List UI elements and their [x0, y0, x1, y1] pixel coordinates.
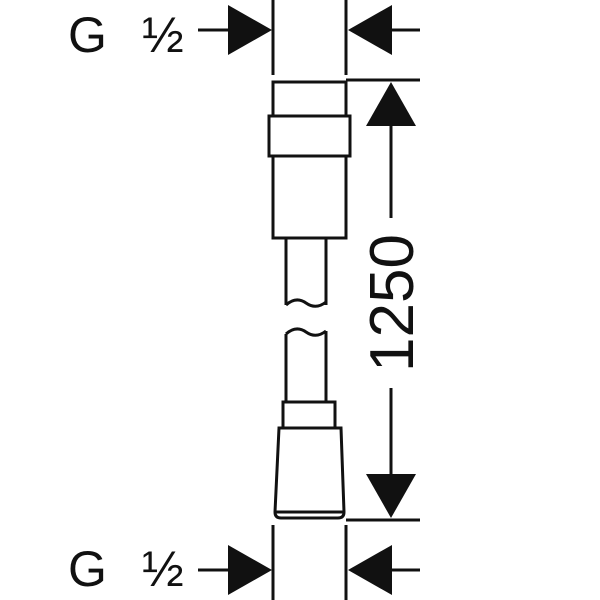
length-top-arrowhead	[366, 82, 416, 126]
bottom-width-dimension	[198, 545, 420, 595]
hose-lower-segment	[284, 327, 328, 402]
top-fitting-nut	[267, 114, 352, 158]
top-fitting-sleeve	[271, 154, 348, 240]
top-thread-size: ½	[142, 7, 184, 63]
bottom-thread-letter: G	[68, 541, 107, 597]
top-thread-letter: G	[68, 7, 107, 63]
top-fitting-cap	[271, 80, 348, 118]
top-right-arrowhead	[348, 5, 392, 55]
bottom-right-arrowhead	[348, 545, 392, 595]
top-thread-spec: G ½	[68, 7, 184, 63]
bottom-fitting-collar	[281, 400, 337, 430]
bottom-fitting	[273, 400, 346, 520]
top-fitting	[267, 80, 352, 240]
length-value: 1250	[358, 234, 427, 372]
length-dimension	[346, 78, 420, 522]
bottom-fitting-body	[273, 426, 346, 520]
bottom-thread-size: ½	[142, 541, 184, 597]
length-bottom-arrowhead	[366, 474, 416, 518]
hose-upper-segment	[284, 238, 328, 308]
top-left-arrowhead	[228, 5, 272, 55]
bottom-thread-spec: G ½	[68, 541, 184, 597]
top-width-dimension	[198, 5, 420, 55]
bottom-left-arrowhead	[228, 545, 272, 595]
width-extension-lines	[271, 0, 348, 600]
